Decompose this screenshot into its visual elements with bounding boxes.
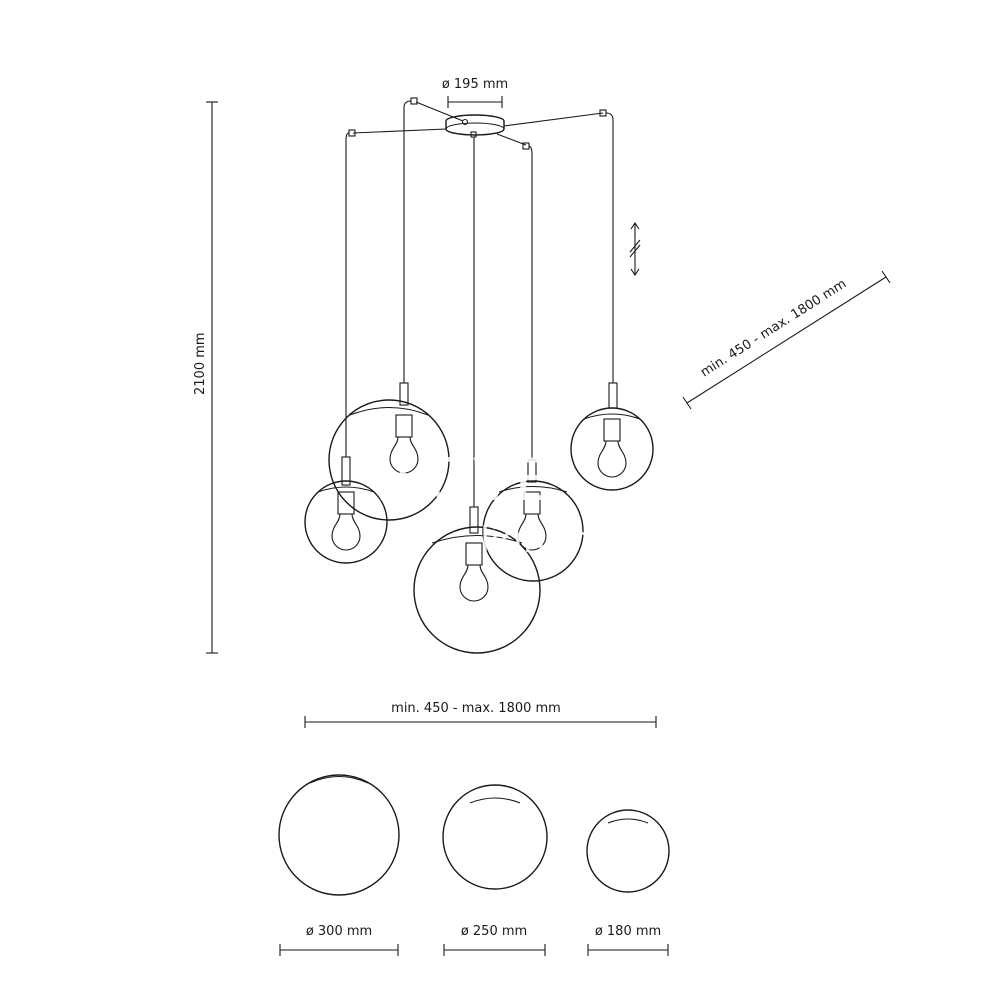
diagonal-cable-dimension: min. 450 - max. 1800 mm xyxy=(682,270,891,410)
pendant-globe xyxy=(570,382,654,491)
horizontal-length-label: min. 450 - max. 1800 mm xyxy=(391,701,561,716)
canopy-dimension: ø 195 mm xyxy=(442,77,508,108)
pendant-globe xyxy=(328,382,450,521)
globe-size-180: ø 180 mm xyxy=(586,809,670,956)
height-dimension: 2100 mm xyxy=(193,101,218,654)
svg-text:ILOVE: ILOVE xyxy=(375,446,553,514)
height-label: 2100 mm xyxy=(193,332,208,395)
suspension-cables xyxy=(345,97,614,507)
globe-180-label: ø 180 mm xyxy=(595,924,661,939)
globe-250-label: ø 250 mm xyxy=(461,924,527,939)
pendant-globe xyxy=(482,459,584,582)
pendant-globe xyxy=(413,506,541,654)
pendant-globe xyxy=(304,456,388,564)
adjust-arrow-icon xyxy=(629,222,641,276)
canopy-diameter-label: ø 195 mm xyxy=(442,77,508,92)
globe-size-300: ø 300 mm xyxy=(278,774,400,956)
diagonal-length-label: min. 450 - max. 1800 mm xyxy=(698,277,849,381)
svg-text:lighting: lighting xyxy=(480,520,615,561)
watermark-logo: ILOVE lighting xyxy=(375,446,615,561)
globe-300-label: ø 300 mm xyxy=(306,924,372,939)
horizontal-cable-dimension: min. 450 - max. 1800 mm xyxy=(304,701,657,728)
globe-size-250: ø 250 mm xyxy=(442,784,548,956)
